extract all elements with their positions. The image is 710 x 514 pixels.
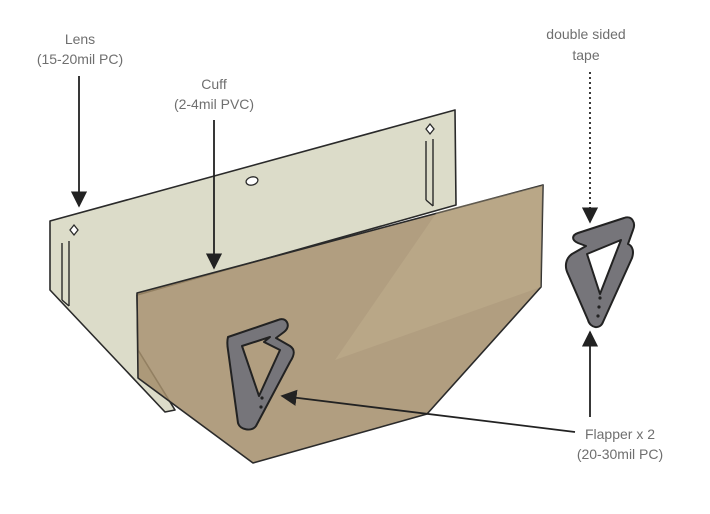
svg-text:tape: tape: [572, 47, 599, 63]
diamond-hole-icon: [425, 122, 435, 136]
flapper-label: Flapper x 2 (20-30mil PC): [577, 426, 663, 462]
oval-hole-icon: [245, 176, 259, 186]
svg-text:(20-30mil PC): (20-30mil PC): [577, 446, 663, 462]
flapper-attached: [226, 318, 295, 431]
tape-label: double sided tape: [546, 26, 625, 63]
flapper-separate: [564, 216, 635, 328]
diamond-hole-icon: [69, 223, 79, 237]
svg-text:(2-4mil PVC): (2-4mil PVC): [174, 96, 254, 112]
svg-text:double sided: double sided: [546, 26, 625, 42]
svg-text:Lens: Lens: [65, 31, 95, 47]
flapper-diagonal-arrow: [280, 389, 576, 433]
svg-text:Cuff: Cuff: [201, 76, 227, 92]
lens-label: Lens (15-20mil PC): [37, 31, 123, 67]
cuff-label: Cuff (2-4mil PVC): [174, 76, 254, 112]
svg-text:(15-20mil PC): (15-20mil PC): [37, 51, 123, 67]
svg-text:Flapper x 2: Flapper x 2: [585, 426, 655, 442]
